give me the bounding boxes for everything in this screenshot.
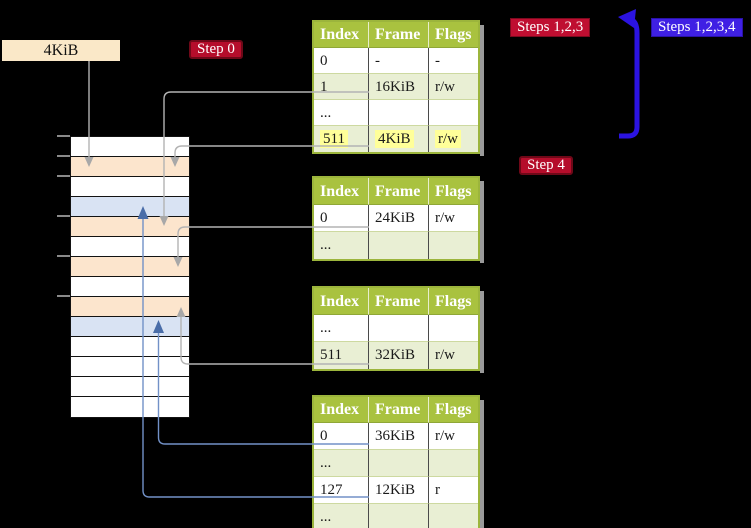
pte-cell — [429, 315, 478, 342]
pte-cell: 1 — [314, 74, 369, 100]
page-table-level-3: Index Frame Flags ... 511 32KiB r/w — [312, 286, 484, 373]
pte-cell: r/w — [429, 205, 478, 232]
memory-frame-row — [71, 177, 189, 197]
col-header-flags: Flags — [429, 288, 478, 315]
col-header-frame: Frame — [369, 22, 429, 48]
page-size-box: 4KiB — [2, 40, 120, 61]
address-tick — [57, 135, 70, 137]
loop-arrowhead — [618, 9, 636, 28]
pte-cell: 0 — [314, 48, 369, 74]
badge-step-4: Step 4 — [519, 156, 573, 175]
col-header-flags: Flags — [429, 178, 478, 205]
memory-frame-row — [71, 257, 189, 277]
col-header-index: Index — [314, 22, 369, 48]
memory-frame-row — [71, 357, 189, 377]
memory-frame-row — [71, 237, 189, 257]
page-table-level-2: Index Frame Flags 0 24KiB r/w ... — [312, 176, 484, 263]
highlight-text: 4KiB — [375, 130, 414, 148]
pte-cell-highlighted: 4KiB — [369, 126, 429, 152]
badge-steps-1234: Steps 1,2,3,4 — [651, 18, 743, 37]
pte-cell: ... — [314, 232, 369, 259]
pte-cell: - — [429, 48, 478, 74]
pte-cell: r/w — [429, 342, 478, 369]
col-header-index: Index — [314, 397, 369, 423]
memory-frame-row — [71, 317, 189, 337]
pte-cell: 0 — [314, 205, 369, 232]
steps-loop-arrow — [618, 9, 640, 139]
pte-cell — [429, 100, 478, 126]
page-table-level-4: Index Frame Flags 0 36KiB r/w ... 127 12… — [312, 395, 484, 528]
pte-cell: 0 — [314, 423, 369, 450]
highlight-text: r/w — [435, 130, 461, 148]
pte-cell: 24KiB — [369, 205, 429, 232]
pte-cell — [429, 504, 478, 528]
address-tick — [57, 175, 70, 177]
loop-arrow-shaft — [619, 16, 640, 139]
col-header-flags: Flags — [429, 397, 478, 423]
memory-frame-row — [71, 217, 189, 237]
col-header-frame: Frame — [369, 178, 429, 205]
pte-cell-highlighted: r/w — [429, 126, 478, 152]
memory-frame-row — [71, 197, 189, 217]
col-header-frame: Frame — [369, 288, 429, 315]
pte-cell — [369, 100, 429, 126]
pte-cell — [369, 504, 429, 528]
address-tick — [57, 155, 70, 157]
page-table-root: Index Frame Flags 0 - - 1 16KiB r/w ... … — [312, 20, 484, 156]
pte-cell — [429, 232, 478, 259]
memory-frame-row — [71, 297, 189, 317]
address-tick — [57, 255, 70, 257]
pte-cell: 32KiB — [369, 342, 429, 369]
pte-cell — [369, 232, 429, 259]
pte-cell: r/w — [429, 423, 478, 450]
badge-steps-123: Steps 1,2,3 — [510, 18, 591, 37]
pte-cell-highlighted: 511 — [314, 126, 369, 152]
pte-cell — [369, 315, 429, 342]
pte-cell: r — [429, 477, 478, 504]
address-tick — [57, 215, 70, 217]
badge-step-0: Step 0 — [189, 40, 243, 59]
pte-cell: 36KiB — [369, 423, 429, 450]
pte-cell: 12KiB — [369, 477, 429, 504]
pte-cell: 127 — [314, 477, 369, 504]
pte-cell — [429, 450, 478, 477]
col-header-index: Index — [314, 178, 369, 205]
pte-cell — [369, 450, 429, 477]
pte-cell: 16KiB — [369, 74, 429, 100]
memory-frame-row — [71, 277, 189, 297]
memory-frame-row — [71, 157, 189, 177]
pte-cell: ... — [314, 450, 369, 477]
memory-frame-row — [71, 397, 189, 417]
pte-cell: ... — [314, 504, 369, 528]
col-header-frame: Frame — [369, 397, 429, 423]
address-tick — [57, 295, 70, 297]
pte-cell: r/w — [429, 74, 478, 100]
physical-memory-strip — [70, 136, 190, 418]
memory-frame-row — [71, 337, 189, 357]
col-header-index: Index — [314, 288, 369, 315]
pte-cell: - — [369, 48, 429, 74]
pte-cell: ... — [314, 100, 369, 126]
col-header-flags: Flags — [429, 22, 478, 48]
memory-frame-row — [71, 377, 189, 397]
memory-frame-row — [71, 137, 189, 157]
highlight-text: 511 — [320, 130, 348, 148]
pte-cell: ... — [314, 315, 369, 342]
pte-cell: 511 — [314, 342, 369, 369]
